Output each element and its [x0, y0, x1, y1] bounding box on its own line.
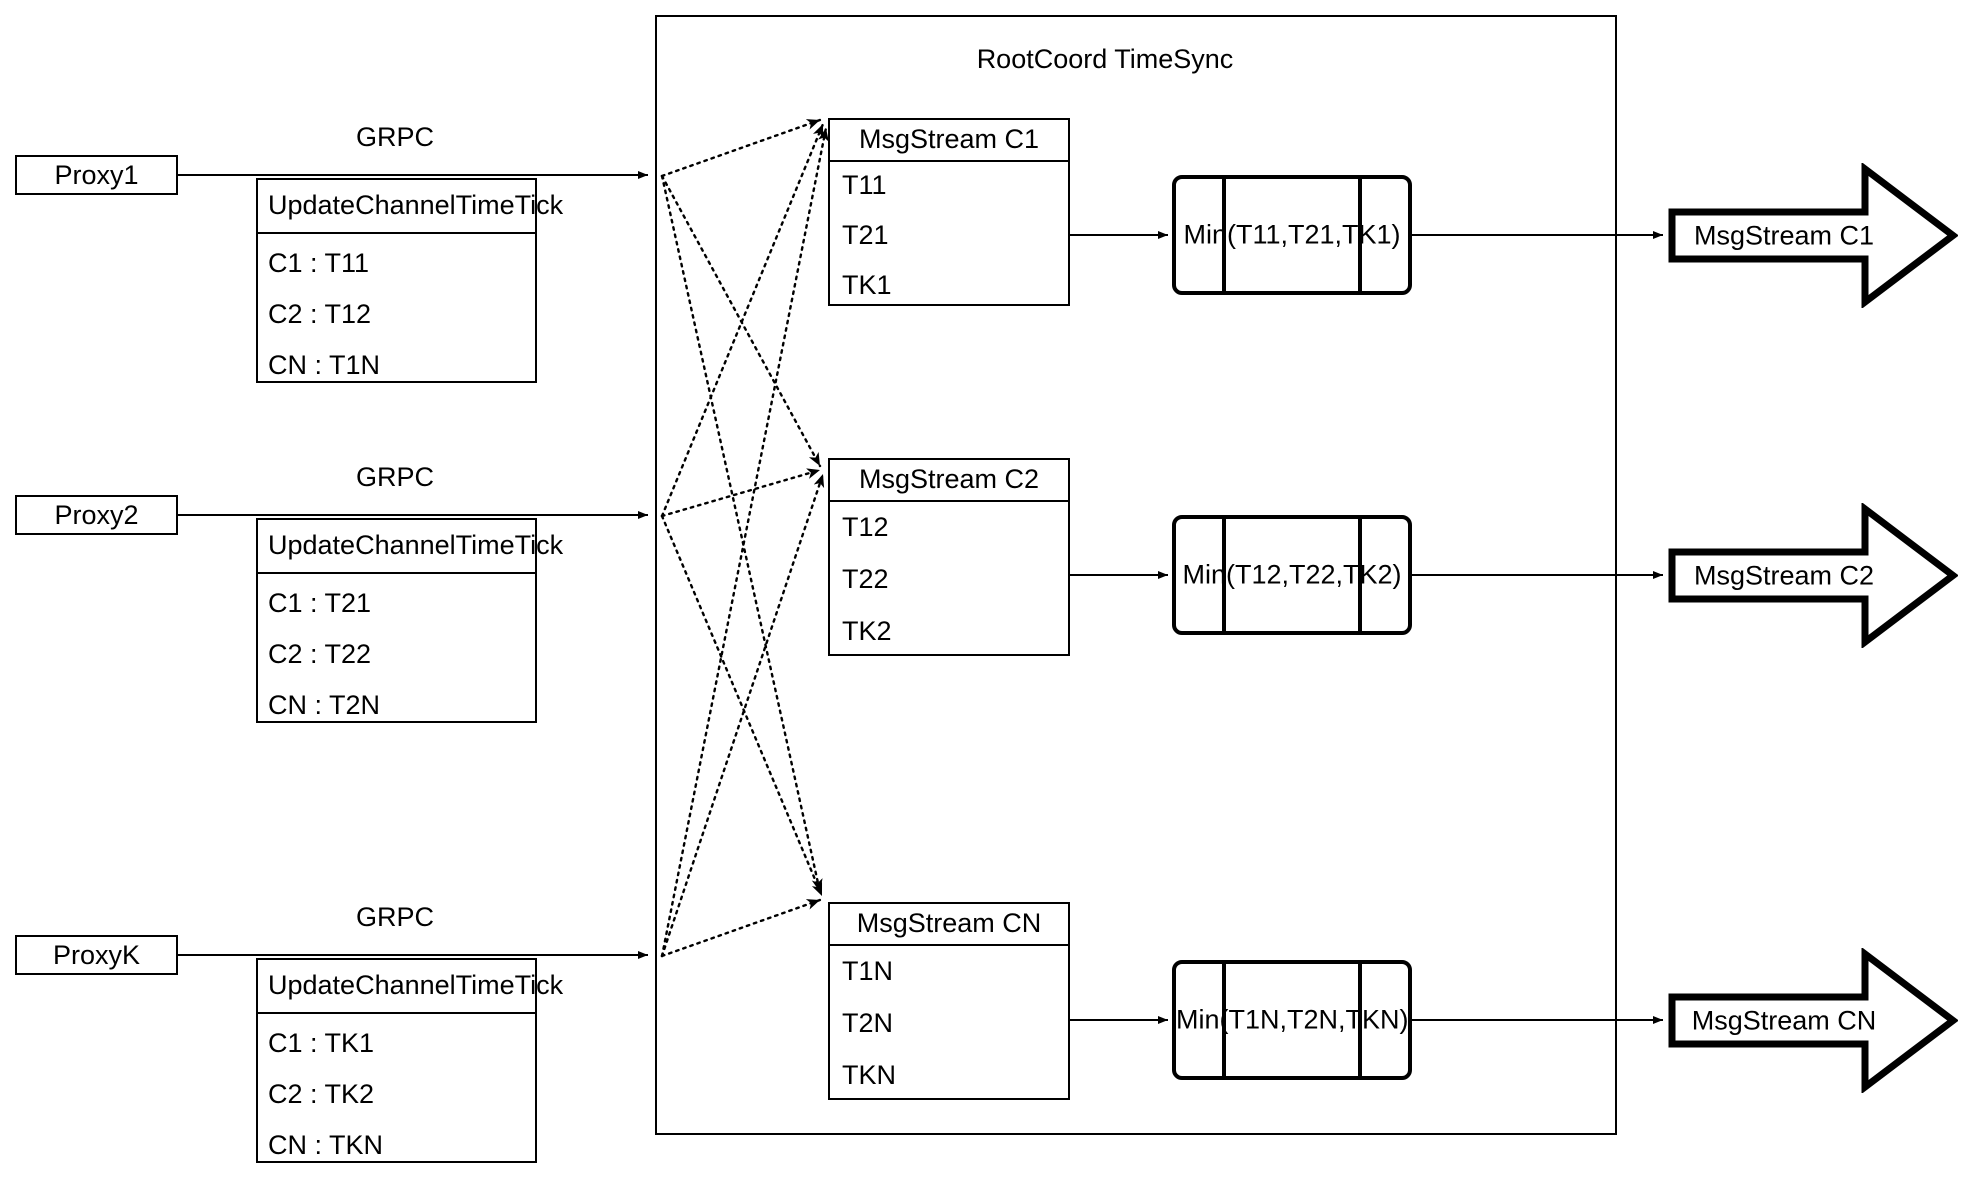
record-body-1: C1 : T11 C2 : T12 CN : T1N: [258, 234, 535, 381]
record-title-1: UpdateChannelTimeTick: [258, 180, 563, 234]
min-process-c1: Min(T11,T21,TK1): [1172, 175, 1412, 295]
record-row: CN : TKN: [268, 1130, 384, 1160]
process-bar-left: [1222, 179, 1226, 291]
min-process-c2: Min(T12,T22,TK2): [1172, 515, 1412, 635]
process-bar-left: [1222, 519, 1226, 631]
tick-row: T21: [842, 220, 889, 250]
proxy-box-2[interactable]: Proxy2: [15, 495, 178, 535]
record-row: C2 : TK2: [268, 1079, 375, 1109]
record-row: C2 : T12: [268, 299, 372, 329]
output-block-arrow-cn: MsgStream CN: [1668, 948, 1958, 1093]
min-label-c2: Min(T12,T22,TK2): [1182, 559, 1402, 590]
proxy-label-1: Proxy1: [54, 159, 139, 190]
record-row: C1 : T11: [268, 248, 370, 278]
output-label-cn: MsgStream CN: [1691, 1005, 1877, 1035]
tick-row: TK1: [842, 270, 892, 300]
proxy-label-2: Proxy2: [54, 499, 139, 530]
tick-row: T22: [842, 564, 889, 594]
record-title-k: UpdateChannelTimeTick: [258, 960, 563, 1014]
record-body-k: C1 : TK1 C2 : TK2 CN : TKN: [258, 1014, 535, 1161]
record-row: C2 : T22: [268, 639, 372, 669]
process-bar-right: [1358, 179, 1362, 291]
grpc-label-2: GRPC: [355, 462, 434, 492]
msgstream-box-c1: MsgStream C1 T11 T21 TK1: [828, 118, 1070, 306]
process-bar-left: [1222, 964, 1226, 1076]
record-row: C1 : T21: [268, 588, 372, 618]
proxy-box-k[interactable]: ProxyK: [15, 935, 178, 975]
rootcoord-timesync-container: [655, 15, 1617, 1135]
record-row: CN : T2N: [268, 690, 381, 720]
proxy-label-k: ProxyK: [52, 939, 141, 970]
msgstream-body-cn: T1N T2N TKN: [830, 946, 1068, 1098]
min-label-cn: Min(T1N,T2N,TKN): [1176, 1004, 1409, 1035]
tick-row: T2N: [842, 1008, 894, 1038]
update-channel-timetick-record-1: UpdateChannelTimeTick C1 : T11 C2 : T12 …: [256, 178, 563, 383]
tick-row: T12: [842, 512, 889, 542]
grpc-label-1: GRPC: [355, 122, 434, 152]
msgstream-box-cn: MsgStream CN T1N T2N TKN: [828, 902, 1070, 1100]
process-bar-right: [1358, 964, 1362, 1076]
record-row: CN : T1N: [268, 350, 381, 380]
grpc-label-k: GRPC: [355, 902, 434, 932]
process-bar-right: [1358, 519, 1362, 631]
tick-row: T1N: [842, 956, 894, 986]
record-row: C1 : TK1: [268, 1028, 375, 1058]
proxy-box-1[interactable]: Proxy1: [15, 155, 178, 195]
min-process-cn: Min(T1N,T2N,TKN): [1172, 960, 1412, 1080]
rootcoord-timesync-title: RootCoord TimeSync: [976, 44, 1234, 74]
update-channel-timetick-record-2: UpdateChannelTimeTick C1 : T21 C2 : T22 …: [256, 518, 563, 723]
output-block-arrow-c1: MsgStream C1: [1668, 163, 1958, 308]
output-block-arrow-c2: MsgStream C2: [1668, 503, 1958, 648]
output-label-c2: MsgStream C2: [1693, 560, 1875, 590]
msgstream-body-c2: T12 T22 TK2: [830, 502, 1068, 654]
tick-row: TK2: [842, 616, 892, 646]
tick-row: T11: [842, 170, 887, 200]
msgstream-title-c2: MsgStream C2: [830, 460, 1068, 502]
msgstream-title-c1: MsgStream C1: [830, 120, 1068, 162]
msgstream-body-c1: T11 T21 TK1: [830, 162, 1068, 304]
update-channel-timetick-record-k: UpdateChannelTimeTick C1 : TK1 C2 : TK2 …: [256, 958, 563, 1163]
msgstream-box-c2: MsgStream C2 T12 T22 TK2: [828, 458, 1070, 656]
msgstream-title-cn: MsgStream CN: [830, 904, 1068, 946]
output-label-c1: MsgStream C1: [1693, 220, 1875, 250]
min-label-c1: Min(T11,T21,TK1): [1183, 219, 1401, 250]
record-title-2: UpdateChannelTimeTick: [258, 520, 563, 574]
record-body-2: C1 : T21 C2 : T22 CN : T2N: [258, 574, 535, 721]
tick-row: TKN: [842, 1060, 896, 1090]
